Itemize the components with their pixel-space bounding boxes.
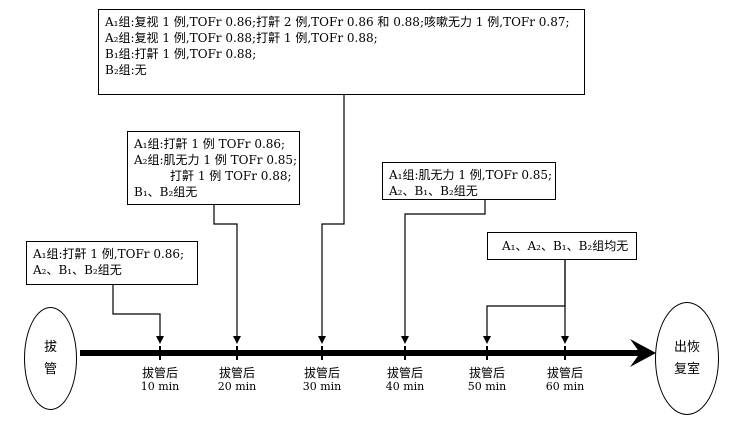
tick-label-60: 拔管后 60 min: [545, 366, 585, 393]
timeline-arrowhead: [630, 339, 656, 367]
box-30min-line: B₂组:无: [105, 63, 147, 77]
box-40min-line: A₁组:肌无力 1 例,TOFr 0.85;: [389, 168, 553, 182]
box-50-60min: A₁、A₂、B₁、B₂组均无: [487, 232, 637, 260]
box-20min-line: A₁组:打鼾 1 例 TOFr 0.86;: [134, 137, 286, 151]
box-10min-line: A₁组:打鼾 1 例,TOFr 0.86;: [33, 247, 185, 261]
box-10min-line: A₂、B₁、B₂组无: [33, 263, 122, 277]
start-node-line2: 管: [43, 361, 57, 377]
box-30min: A₁组:复视 1 例,TOFr 0.86;打鼾 2 例,TOFr 0.86 和 …: [98, 9, 585, 95]
connector-20min: [213, 205, 241, 344]
start-node: 拔 管: [24, 307, 77, 410]
connector-40min: [401, 200, 486, 344]
connector-10min: [112, 285, 164, 344]
start-node-line1: 拔: [43, 339, 57, 355]
box-40min-line: A₂、B₁、B₂组无: [389, 184, 478, 198]
connector-30min: [318, 95, 345, 344]
box-40min: A₁组:肌无力 1 例,TOFr 0.85; A₂、B₁、B₂组无: [382, 162, 556, 200]
box-20min-line: 打鼾 1 例 TOFr 0.88;: [134, 169, 292, 183]
box-20min: A₁组:打鼾 1 例 TOFr 0.86; A₂组:肌无力 1 例 TOFr 0…: [127, 131, 300, 205]
box-30min-line: B₁组:打鼾 1 例,TOFr 0.88;: [105, 47, 257, 61]
box-30min-line: A₂组:复视 1 例,TOFr 0.88;打鼾 1 例,TOFr 0.88;: [105, 31, 378, 45]
tick-label-20: 拔管后 20 min: [217, 366, 257, 393]
box-30min-line: A₁组:复视 1 例,TOFr 0.86;打鼾 2 例,TOFr 0.86 和 …: [105, 15, 570, 29]
end-node-line2: 复室: [673, 361, 700, 377]
end-node-line1: 出恢: [673, 339, 700, 355]
box-50-60min-line: A₁、A₂、B₁、B₂组均无: [502, 239, 629, 253]
tick-label-50: 拔管后 50 min: [467, 366, 507, 393]
end-node: 出恢 复室: [655, 302, 719, 415]
tick-label-10: 拔管后 10 min: [140, 366, 180, 393]
connector-50min: [483, 260, 566, 344]
box-10min: A₁组:打鼾 1 例,TOFr 0.86; A₂、B₁、B₂组无: [26, 241, 198, 285]
tick-label-40: 拔管后 40 min: [385, 366, 425, 393]
tick-label-30: 拔管后 30 min: [302, 366, 342, 393]
box-20min-line: A₂组:肌无力 1 例 TOFr 0.85;: [134, 153, 298, 167]
box-20min-line: B₁、B₂组无: [134, 185, 198, 199]
